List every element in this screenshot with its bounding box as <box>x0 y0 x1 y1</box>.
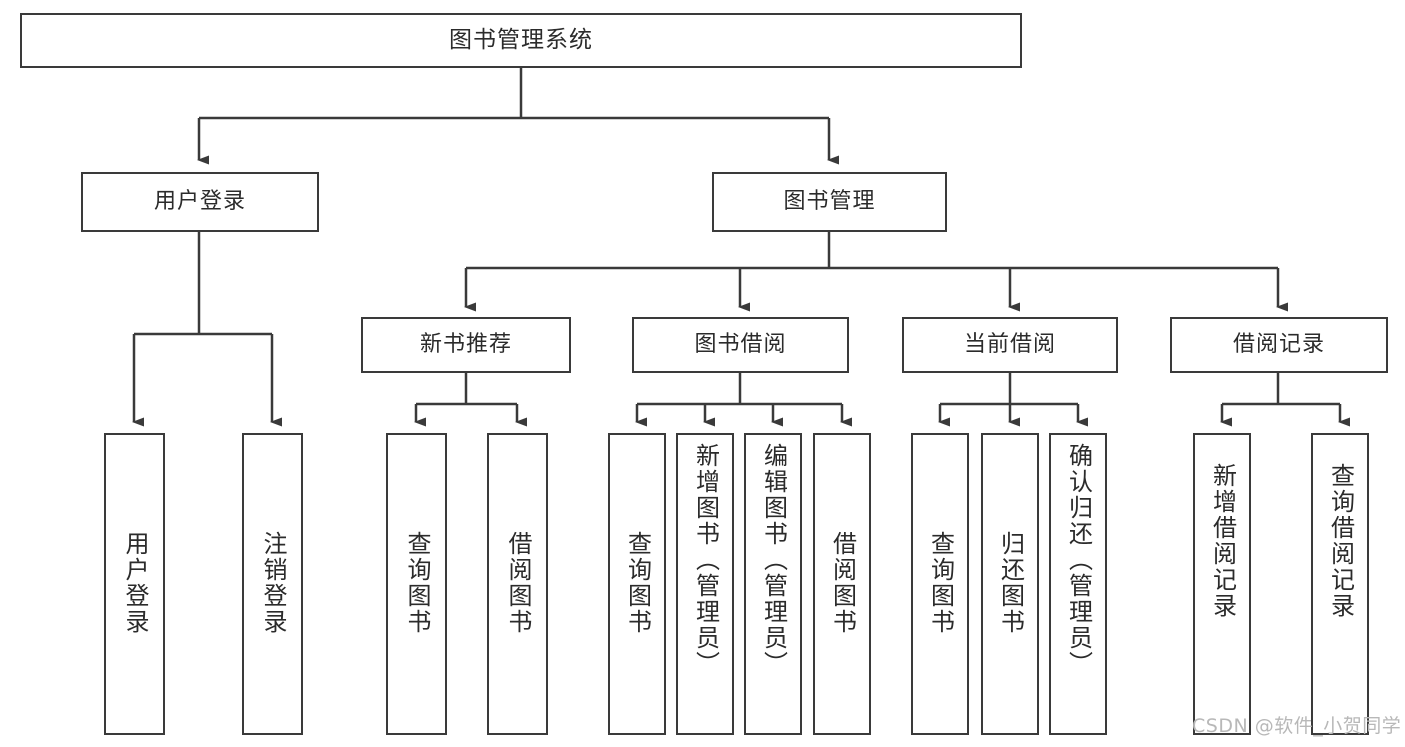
node-leaf-add-book-label: 新增图书（管理员） <box>691 443 720 677</box>
node-leaf-edit-book-label: 编辑图书（管理员） <box>759 443 788 677</box>
node-root[interactable]: 图书管理系统 <box>20 13 1022 68</box>
node-leaf-query-book-1-label: 查询图书 <box>402 531 431 635</box>
node-leaf-confirm-return-label: 确认归还（管理员） <box>1064 443 1093 677</box>
node-book-borrow-label: 图书借阅 <box>694 331 787 357</box>
node-new-book-recommend-label: 新书推荐 <box>419 331 512 357</box>
node-borrow-record-label: 借阅记录 <box>1232 331 1325 357</box>
node-leaf-logout[interactable]: 注销登录 <box>242 433 303 735</box>
node-leaf-add-book[interactable]: 新增图书（管理员） <box>676 433 734 735</box>
node-leaf-query-book-3[interactable]: 查询图书 <box>911 433 969 735</box>
node-current-borrow[interactable]: 当前借阅 <box>902 317 1118 373</box>
node-leaf-borrow-book-2[interactable]: 借阅图书 <box>813 433 871 735</box>
node-leaf-query-record[interactable]: 查询借阅记录 <box>1311 433 1369 735</box>
node-leaf-query-record-label: 查询借阅记录 <box>1326 463 1355 619</box>
node-new-book-recommend[interactable]: 新书推荐 <box>361 317 571 373</box>
node-leaf-borrow-book-2-label: 借阅图书 <box>828 531 857 635</box>
node-leaf-edit-book[interactable]: 编辑图书（管理员） <box>744 433 802 735</box>
node-leaf-query-book-2[interactable]: 查询图书 <box>608 433 666 735</box>
node-leaf-return-book[interactable]: 归还图书 <box>981 433 1039 735</box>
node-leaf-confirm-return[interactable]: 确认归还（管理员） <box>1049 433 1107 735</box>
node-book-borrow[interactable]: 图书借阅 <box>632 317 849 373</box>
node-leaf-user-login-label: 用户登录 <box>120 531 149 635</box>
node-root-label: 图书管理系统 <box>449 26 593 53</box>
node-book-manage[interactable]: 图书管理 <box>712 172 947 232</box>
node-leaf-return-book-label: 归还图书 <box>996 531 1025 635</box>
node-current-borrow-label: 当前借阅 <box>963 331 1056 357</box>
node-leaf-logout-label: 注销登录 <box>258 531 287 635</box>
node-leaf-query-book-1[interactable]: 查询图书 <box>386 433 447 735</box>
node-leaf-add-record-label: 新增借阅记录 <box>1208 463 1237 619</box>
node-leaf-user-login[interactable]: 用户登录 <box>104 433 165 735</box>
node-leaf-borrow-book-1[interactable]: 借阅图书 <box>487 433 548 735</box>
node-leaf-query-book-2-label: 查询图书 <box>623 531 652 635</box>
node-leaf-borrow-book-1-label: 借阅图书 <box>503 531 532 635</box>
node-leaf-query-book-3-label: 查询图书 <box>926 531 955 635</box>
node-user-login[interactable]: 用户登录 <box>81 172 319 232</box>
node-book-manage-label: 图书管理 <box>783 188 876 214</box>
node-user-login-label: 用户登录 <box>153 188 246 214</box>
watermark: CSDN @软件_小贺同学 <box>1192 715 1402 737</box>
node-leaf-add-record[interactable]: 新增借阅记录 <box>1193 433 1251 735</box>
node-borrow-record[interactable]: 借阅记录 <box>1170 317 1388 373</box>
